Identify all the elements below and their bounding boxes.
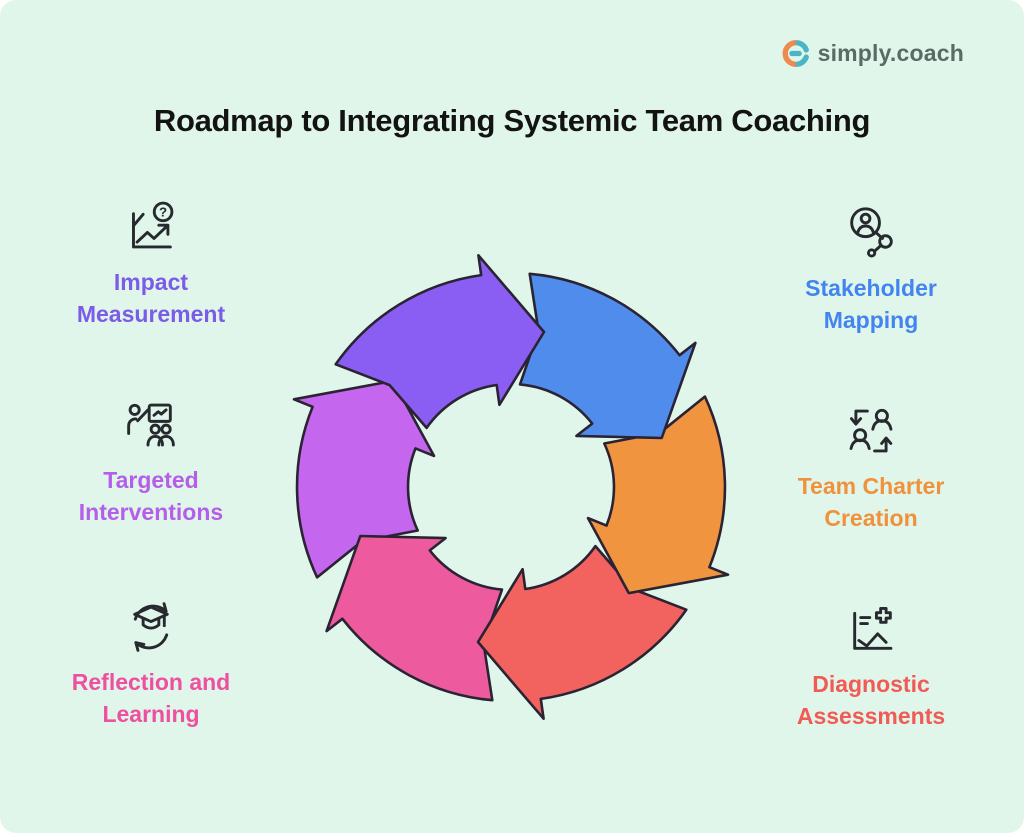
cycle-arrow-targeted-interventions	[292, 379, 436, 579]
item-label: Targeted Interventions	[78, 467, 224, 525]
team-charter-creation-icon	[849, 408, 893, 453]
stakeholder-mapping-icon	[850, 207, 893, 258]
item-label: Diagnostic Assessments	[796, 671, 946, 729]
cycle-arrow-diagnostic-assessments	[476, 544, 688, 720]
item-label: Impact Measurement	[76, 269, 226, 327]
targeted-interventions-icon	[127, 403, 175, 447]
item-label: Team Charter Creation	[797, 473, 945, 531]
cycle-arrow-stakeholder-mapping	[518, 272, 697, 440]
reflection-and-learning-icon	[133, 602, 169, 652]
item-diagnostic-assessments: Diagnostic Assessments	[761, 600, 981, 732]
item-label: Reflection and Learning	[71, 669, 231, 727]
item-reflection-and-learning: Reflection and Learning	[41, 598, 261, 730]
question-mark-glyph: ?	[159, 204, 167, 219]
impact-measurement-icon: ?	[132, 201, 174, 249]
simply-coach-logo: simply.coach	[782, 40, 964, 67]
item-label: Stakeholder Mapping	[805, 275, 937, 333]
logo-text: simply.coach	[817, 40, 964, 66]
item-targeted-interventions: Targeted Interventions	[41, 396, 261, 528]
item-team-charter-creation: Team Charter Creation	[761, 402, 981, 534]
cycle-diagram	[292, 254, 730, 720]
cycle-arrow-reflection-learning	[325, 534, 504, 702]
diagnostic-assessments-icon	[853, 607, 893, 650]
item-impact-measurement: ? Impact Measurement	[41, 198, 261, 330]
item-stakeholder-mapping: Stakeholder Mapping	[761, 204, 981, 336]
cycle-arrow-impact-measurement	[334, 254, 546, 430]
page-title: Roadmap to Integrating Systemic Team Coa…	[153, 103, 871, 138]
simply-coach-logo-icon	[782, 40, 809, 67]
cycle-arrow-team-charter-creation	[586, 395, 730, 595]
